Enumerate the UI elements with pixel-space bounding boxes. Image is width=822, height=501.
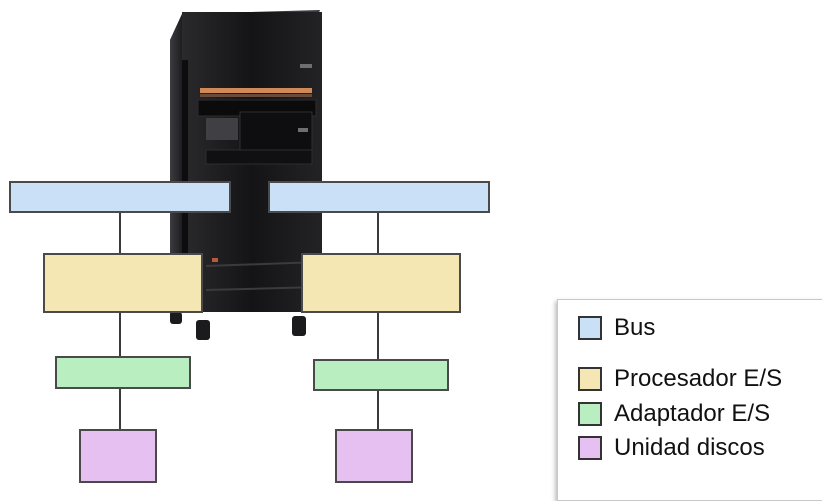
legend-item-iop: Procesador E/S [578,365,782,393]
disk-box-right [335,429,413,483]
bus-box-right [268,181,490,213]
legend-label-iop: Procesador E/S [614,365,783,392]
legend-label-ioa: Adaptador E/S [614,400,771,427]
legend-swatch-bus [578,316,602,340]
disk-box-left [79,429,157,483]
ioa-box-left [55,356,191,389]
ioa-box-right [313,359,449,391]
iop-box-left [43,253,203,313]
connectors [119,212,379,430]
legend-label-bus: Bus [614,314,656,341]
legend-swatch-ioa [578,402,602,426]
bus-box-left [9,181,231,213]
legend-label-disk: Unidad discos [614,434,765,461]
legend: Bus Procesador E/S Adaptador E/S Unidad … [557,299,822,501]
legend-item-ioa: Adaptador E/S [578,400,770,428]
legend-item-disk: Unidad discos [578,434,765,462]
iop-box-right [301,253,461,313]
server-tower-icon [170,10,322,340]
legend-swatch-iop [578,367,602,391]
legend-item-bus: Bus [578,314,655,342]
legend-swatch-disk [578,436,602,460]
